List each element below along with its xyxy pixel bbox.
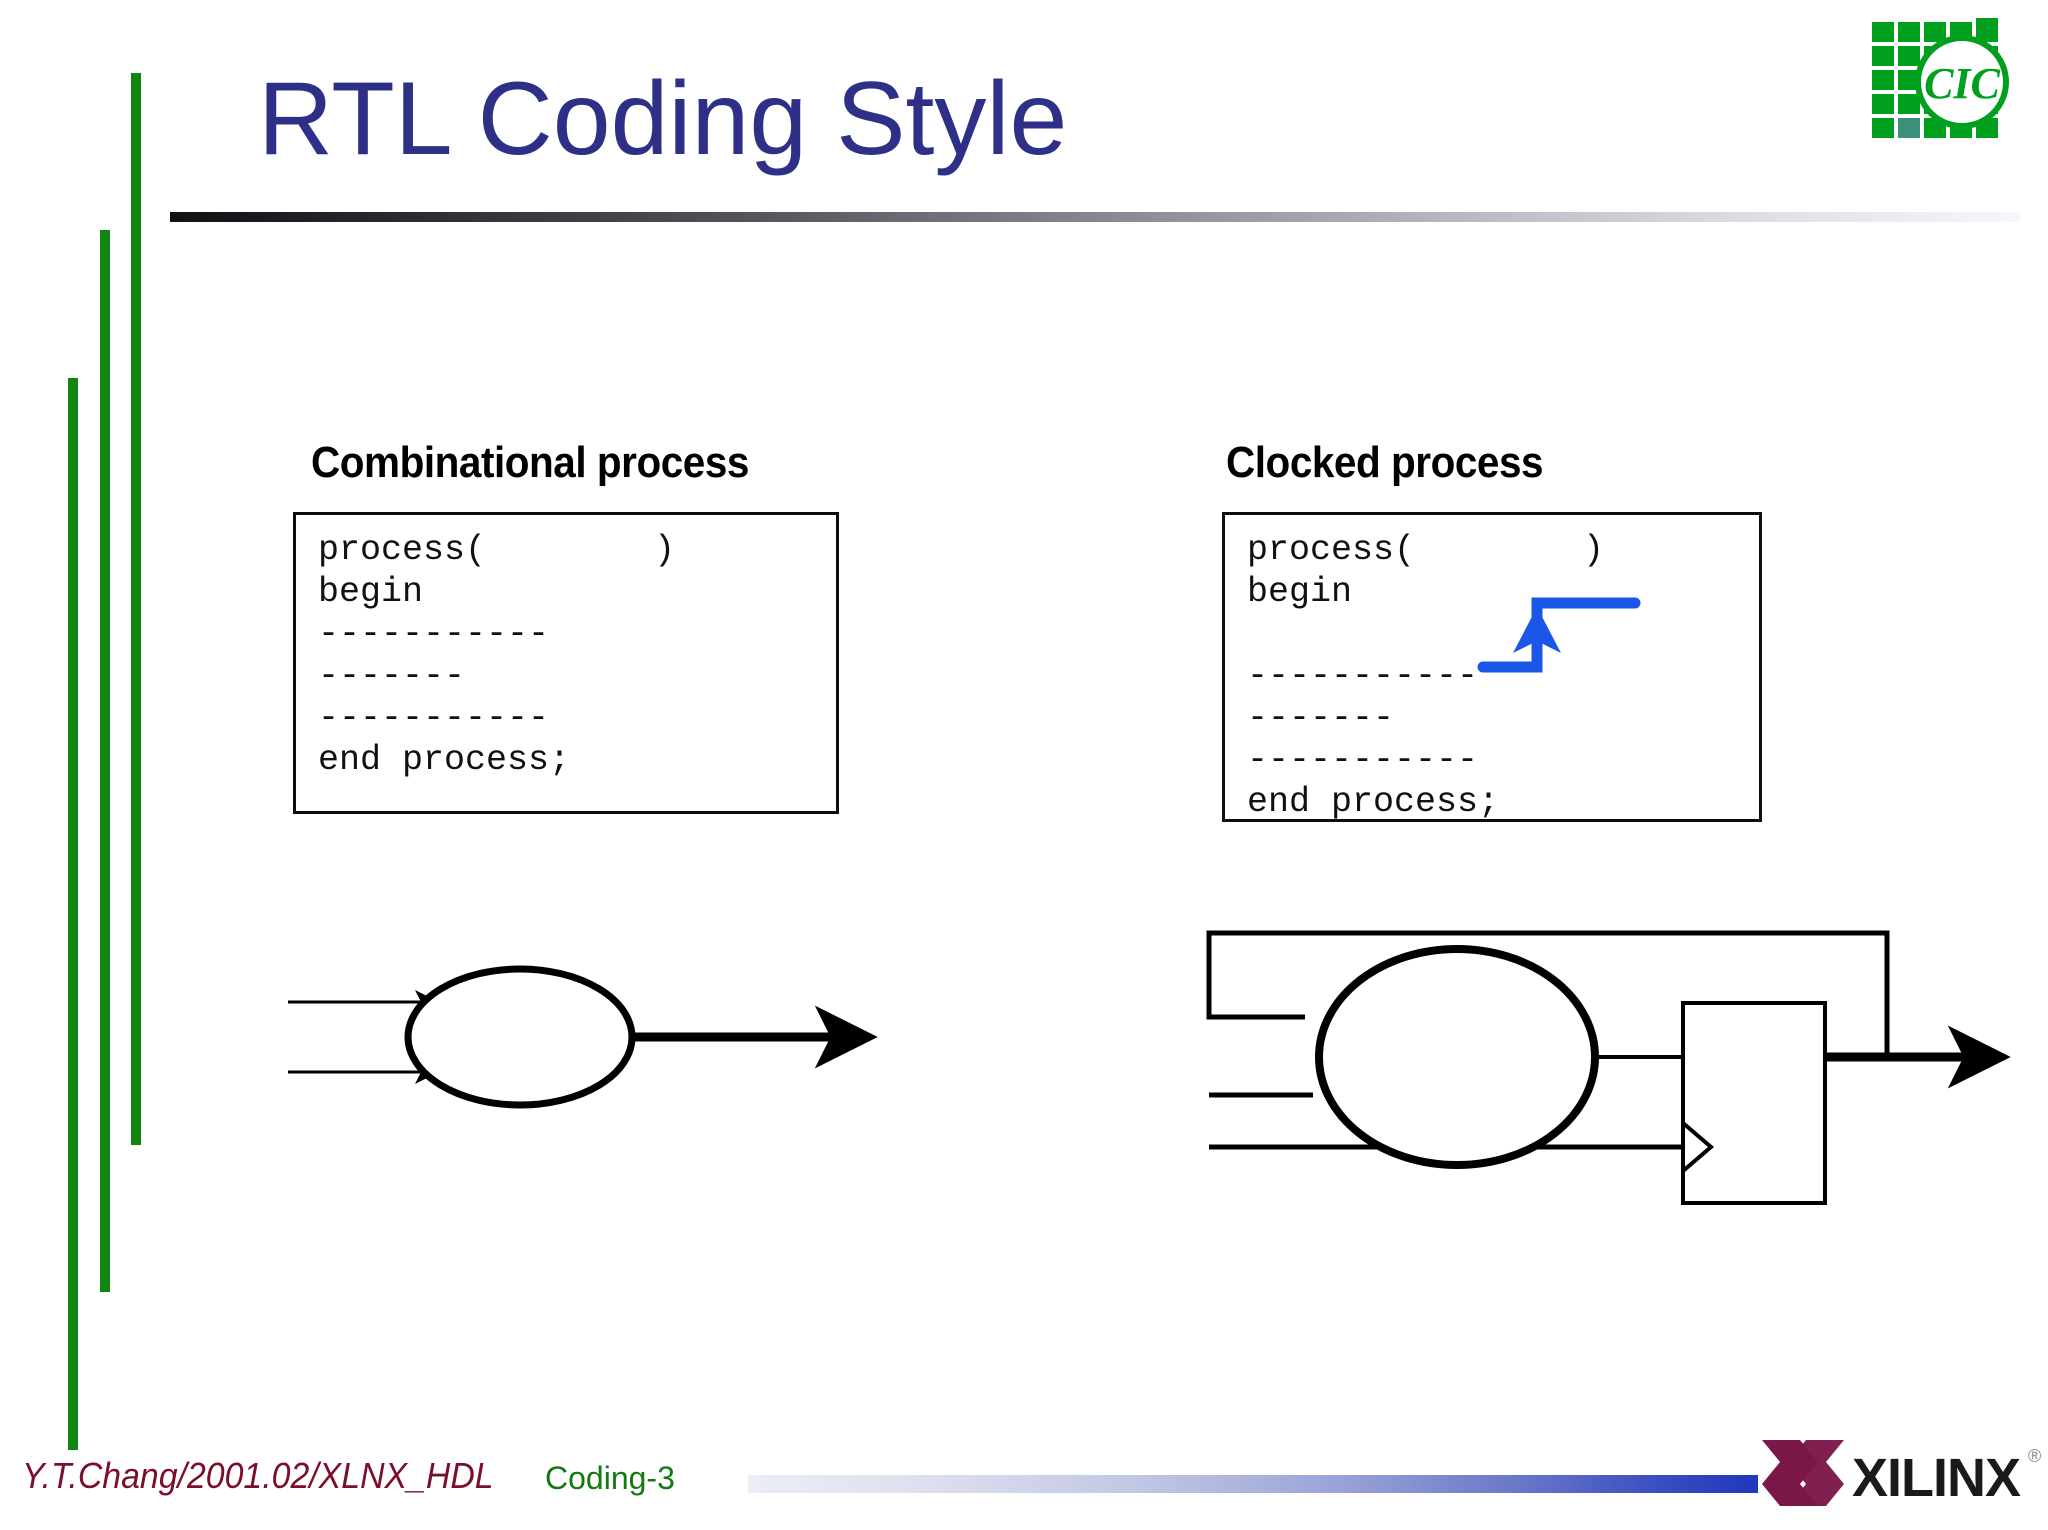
title-divider-rule — [170, 212, 2020, 222]
footer-divider-rule — [748, 1475, 1758, 1493]
registered-mark-icon: ® — [2028, 1446, 2041, 1466]
xilinx-wordmark: XILINX — [1852, 1448, 2021, 1508]
clock-triangle-icon — [1681, 1121, 1715, 1173]
heading-clocked-process: Clocked process — [1226, 438, 1544, 487]
code-box-combinational: process( ) begin ----------- ------- ---… — [293, 512, 839, 814]
heading-combinational-process: Combinational process — [311, 438, 749, 487]
footer-author: Y.T.Chang/2001.02/XLNX_HDL — [22, 1455, 494, 1496]
cic-logo: CIC — [1872, 18, 2009, 138]
code-text-combinational: process( ) begin ----------- ------- ---… — [318, 530, 676, 780]
combinational-logic-cloud — [404, 965, 636, 1109]
code-text-clocked: process( ) begin ----------- ------- ---… — [1247, 530, 1605, 822]
rising-clock-edge-icon — [1477, 597, 1641, 673]
decorative-green-bar-left — [68, 378, 78, 1450]
diagram-combinational-logic — [288, 965, 878, 1109]
register-block — [1681, 1001, 1827, 1205]
xilinx-logo: XILINX ® — [1762, 1440, 2041, 1508]
combinational-logic-cloud — [1315, 945, 1599, 1169]
decorative-green-bar-right — [131, 73, 141, 1145]
footer-page-label: Coding-3 — [545, 1460, 675, 1496]
diagram-clocked-logic — [1206, 930, 2011, 1205]
decorative-green-bar-middle — [100, 230, 110, 1292]
page-title: RTL Coding Style — [258, 61, 1068, 177]
cic-logo-text: CIC — [1924, 59, 2000, 108]
